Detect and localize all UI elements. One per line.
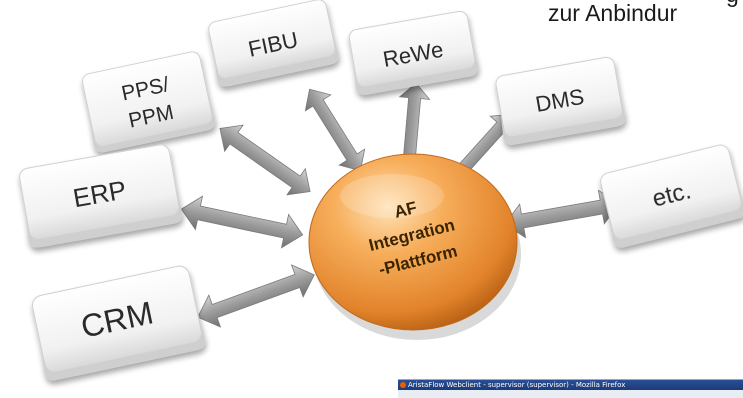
browser-title-text: AristaFlow Webclient - supervisor (super… (408, 381, 626, 389)
firefox-icon (400, 382, 406, 388)
hub-label-line1: AF (392, 198, 419, 222)
system-key-rewe: ReWe (348, 10, 479, 95)
system-key-pps: PPS/ PPM (81, 51, 216, 153)
arrow-pps (219, 124, 311, 196)
system-key-erp: ERP (19, 144, 183, 248)
arrow-crm (197, 264, 315, 328)
hub-circle: AF Integration -Plattform (308, 153, 521, 340)
browser-window-thumbnail: AristaFlow Webclient - supervisor (super… (398, 379, 743, 398)
caption-text: g zur Anbindur (548, 0, 739, 26)
system-key-fibu: FIBU (208, 0, 339, 87)
caption-line-top: g (726, 0, 739, 7)
system-key-crm: CRM (31, 265, 206, 381)
system-key-dms: DMS (495, 56, 626, 145)
browser-title-bar: AristaFlow Webclient - supervisor (super… (398, 380, 743, 390)
browser-menu-bar (398, 390, 743, 398)
arrow-fibu (304, 88, 366, 172)
arrow-erp (180, 195, 304, 249)
system-key-etc: etc. (600, 144, 743, 248)
caption-line-main: zur Anbindur (548, 0, 678, 26)
